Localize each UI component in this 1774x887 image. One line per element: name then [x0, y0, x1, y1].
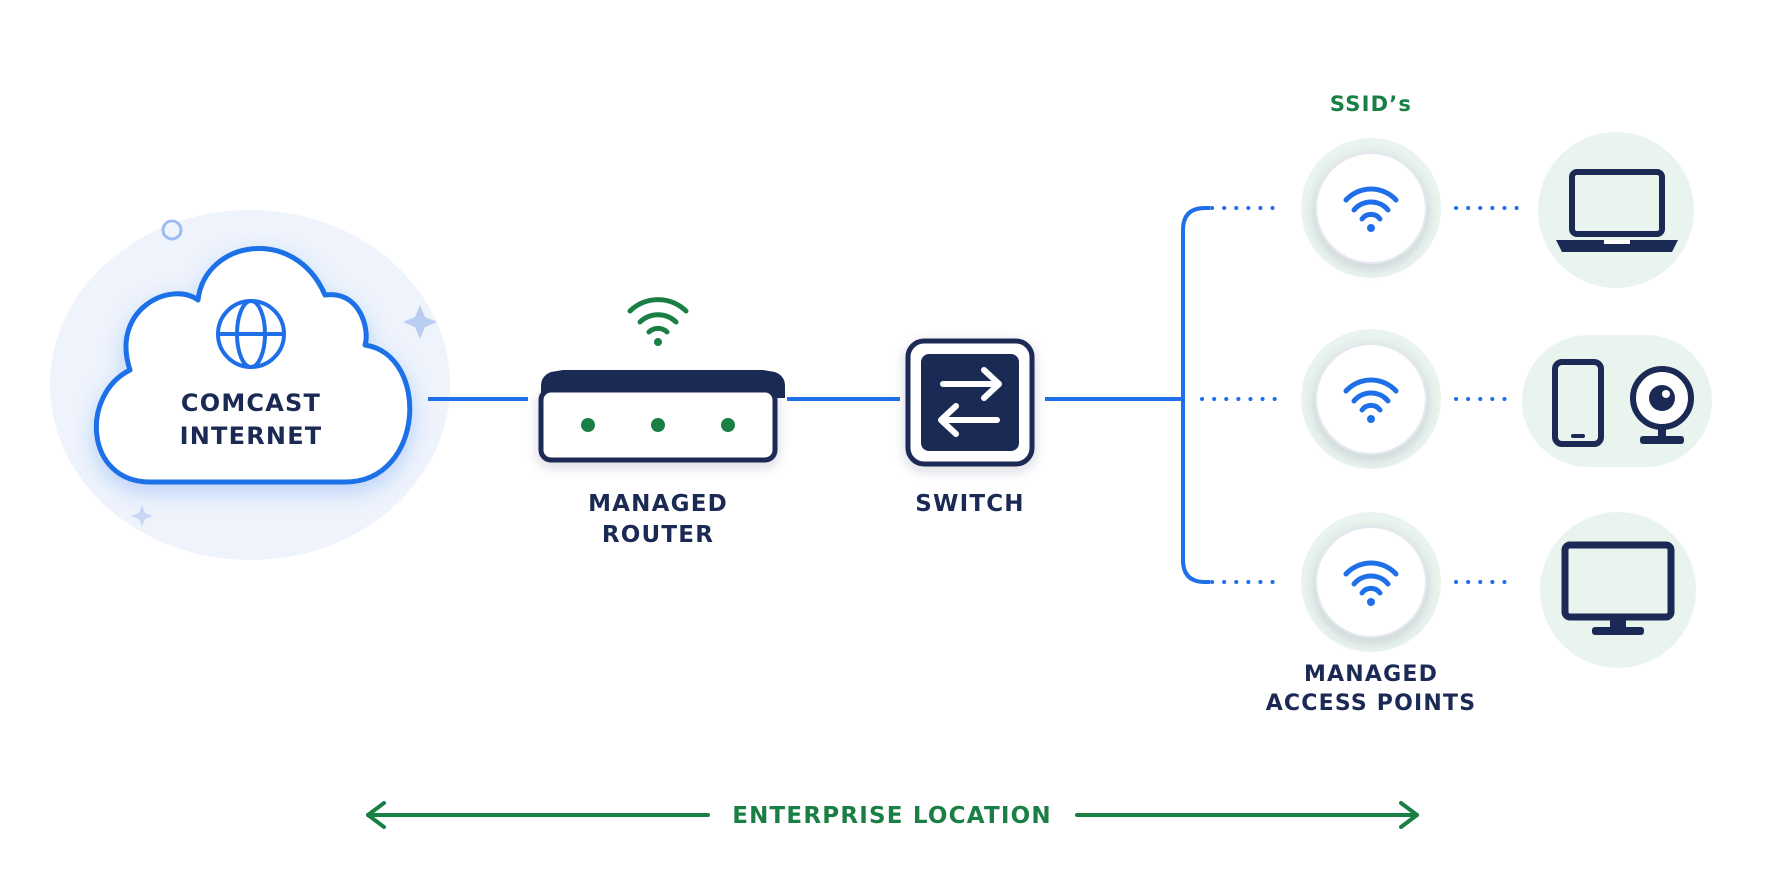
wifi-icon — [1343, 186, 1399, 232]
router-label-line1: MANAGED — [588, 491, 728, 517]
enterprise-location-span — [366, 801, 1419, 829]
ap-label-line2: ACCESS POINTS — [1266, 691, 1477, 716]
sparkle-icon — [131, 505, 153, 527]
webcam-icon — [1630, 366, 1694, 444]
access-point-3 — [1301, 512, 1441, 652]
ssid-label: SSID’s — [1330, 92, 1412, 116]
wifi-icon — [1343, 560, 1399, 606]
led-indicator — [651, 418, 665, 432]
led-indicator — [721, 418, 735, 432]
arrows-exchange-icon — [938, 367, 1002, 437]
cloud-label-line1: COMCAST — [181, 389, 321, 417]
laptop-icon — [1556, 169, 1678, 252]
connections — [428, 206, 1210, 584]
monitor-icon — [1561, 541, 1675, 635]
device-mobile-camera — [1522, 335, 1712, 467]
led-indicator — [581, 418, 595, 432]
device-laptop — [1538, 132, 1694, 288]
ap-label-line1: MANAGED — [1304, 662, 1438, 687]
access-point-2 — [1301, 329, 1441, 469]
router-label-line2: ROUTER — [602, 522, 714, 548]
decor-circle — [161, 219, 183, 241]
trunk-branch-top — [1181, 206, 1210, 398]
enterprise-location-label: ENTERPRISE LOCATION — [732, 803, 1052, 829]
switch-panel — [921, 354, 1019, 451]
trunk-branch-bottom — [1181, 398, 1210, 584]
wifi-icon — [627, 297, 689, 346]
switch-label: SWITCH — [915, 491, 1025, 517]
globe-icon — [216, 299, 286, 369]
access-point-1 — [1301, 138, 1441, 278]
smartphone-icon — [1552, 359, 1604, 447]
cloud-node: COMCAST INTERNET — [50, 210, 450, 560]
router-node: MANAGED ROUTER — [538, 297, 785, 548]
device-monitor — [1540, 512, 1696, 668]
dotted-links — [1200, 206, 1528, 584]
arrow-left-icon — [366, 801, 386, 829]
cloud-label-line2: INTERNET — [180, 422, 323, 450]
arrow-right-icon — [1399, 801, 1419, 829]
sparkle-icon — [403, 305, 437, 339]
wifi-icon — [1343, 377, 1399, 423]
switch-node: SWITCH — [905, 338, 1035, 517]
